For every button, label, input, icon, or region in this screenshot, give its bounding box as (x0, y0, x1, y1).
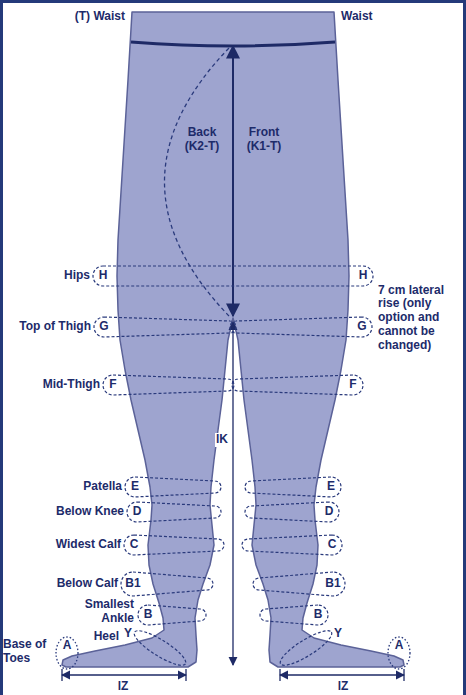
point-letter: E (327, 480, 335, 494)
measure-label: Base of Toes (3, 638, 55, 666)
point-letter: B (314, 608, 323, 622)
length-label: lZ (338, 680, 349, 694)
measure-label: Widest Calf (56, 538, 121, 552)
waist-line (131, 42, 335, 46)
point-letter: D (133, 505, 142, 519)
point-letter: B1 (325, 577, 340, 591)
point-letter: G (357, 320, 366, 334)
point-letter: Y (124, 627, 132, 641)
measure-label: Mid-Thigh (43, 378, 100, 392)
point-letter: B (144, 608, 153, 622)
point-letter: A (395, 639, 404, 653)
point-letter: D (325, 505, 334, 519)
measure-label: Top of Thigh (19, 320, 91, 334)
point-letter: E (131, 480, 139, 494)
back-rise-curve (165, 48, 230, 316)
front-rise-arrow (232, 46, 234, 316)
point-letter: H (99, 269, 108, 283)
point-letter: G (99, 320, 108, 334)
length-label: lZ (118, 680, 129, 694)
point-letter: C (130, 538, 139, 552)
measure-label: Below Knee (56, 505, 124, 519)
measure-label: Heel (94, 630, 119, 644)
measure-label: Patella (83, 480, 122, 494)
measure-label: Smallest Ankle (68, 598, 134, 626)
rise-label: Back (K2-T) (175, 126, 229, 154)
tights-outline (62, 12, 404, 667)
leg-length-arrow (232, 322, 233, 665)
waist-label: (T) Waist (75, 10, 125, 24)
point-letter: H (359, 269, 368, 283)
foot-length-arrows (62, 669, 404, 681)
rise-label: Front (K1-T) (237, 126, 291, 154)
point-letter: C (328, 538, 337, 552)
measure-label: Below Calf (57, 577, 118, 591)
girth-loops (93, 266, 373, 671)
measure-label: Hips (64, 269, 90, 283)
point-letter: B1 (125, 577, 140, 591)
length-label: lK (215, 433, 229, 447)
point-letter: F (109, 378, 116, 392)
point-letter: Y (334, 627, 342, 641)
note-text: 7 cm lateral rise (only option and canno… (378, 284, 452, 353)
waist-label: Waist (341, 10, 373, 24)
point-letter: F (349, 378, 356, 392)
point-letter: A (63, 639, 72, 653)
